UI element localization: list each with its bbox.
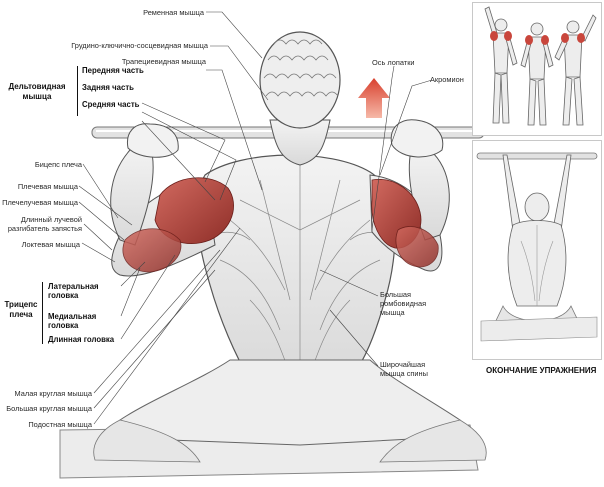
torso — [196, 154, 396, 381]
label-ecr-1: Длинный лучевой — [20, 215, 82, 224]
label-tri-lateral: Латеральная головка — [48, 282, 99, 300]
label-brachialis: Плечевая мышца — [17, 182, 78, 191]
label-deltoid-rear: Задняя часть — [82, 83, 134, 92]
label-deltoid-group: Дельтовидная мышца — [8, 82, 66, 101]
inset-end-position — [472, 140, 602, 360]
label-teres-minor: Малая круглая мышца — [14, 389, 92, 398]
end-position-illustration — [476, 152, 598, 342]
label-anconeus: Локтевая мышца — [21, 240, 80, 249]
label-rhomboid: Большая ромбовидная мышца — [380, 290, 427, 317]
thigh-right — [379, 419, 487, 463]
label-lats: Широчайшая мышца спины — [380, 360, 428, 378]
inset-motion-figures — [472, 2, 602, 136]
label-brachioradialis: Плечелучевая мышца — [2, 198, 78, 207]
highlight-right-triceps — [395, 226, 439, 268]
back-muscle-lines — [214, 160, 386, 380]
label-triceps-group: Трицепс плеча — [4, 300, 38, 319]
label-trapezius: Трапециевидная мышца — [121, 57, 206, 66]
end-position-caption: ОКОНЧАНИЕ УПРАЖНЕНИЯ — [486, 366, 597, 375]
label-teres-major: Большая круглая мышца — [6, 404, 92, 413]
left-hand — [126, 123, 179, 158]
label-ecr-2: разгибатель запястья — [7, 224, 82, 233]
label-deltoid-mid: Средняя часть — [82, 100, 140, 109]
neck — [269, 119, 331, 166]
motion-figures-illustration — [484, 6, 597, 126]
label-tri-long: Длинная головка — [48, 335, 115, 344]
head — [259, 31, 341, 129]
hair-curls — [263, 39, 339, 97]
label-scapula-axis: Ось лопатки — [372, 58, 415, 67]
label-infraspinatus: Подостная мышца — [28, 420, 92, 429]
deltoid-bracket — [77, 66, 78, 116]
label-acromion: Акромион — [430, 75, 464, 84]
label-tri-medial: Медиальная головка — [48, 312, 97, 330]
label-biceps: Бицепс плеча — [34, 160, 82, 169]
highlight-left-triceps — [122, 228, 182, 273]
label-scm: Грудино-ключично-сосцевидная мышца — [71, 41, 208, 50]
scapula-axis-arrow — [358, 78, 390, 118]
label-deltoid-front: Передняя часть — [82, 66, 144, 75]
triceps-bracket — [42, 282, 43, 344]
label-splenius: Ременная мышца — [143, 8, 204, 17]
thigh-left — [93, 419, 201, 463]
leader-lines — [78, 11, 433, 425]
right-hand — [390, 119, 444, 158]
shorts — [118, 359, 461, 446]
